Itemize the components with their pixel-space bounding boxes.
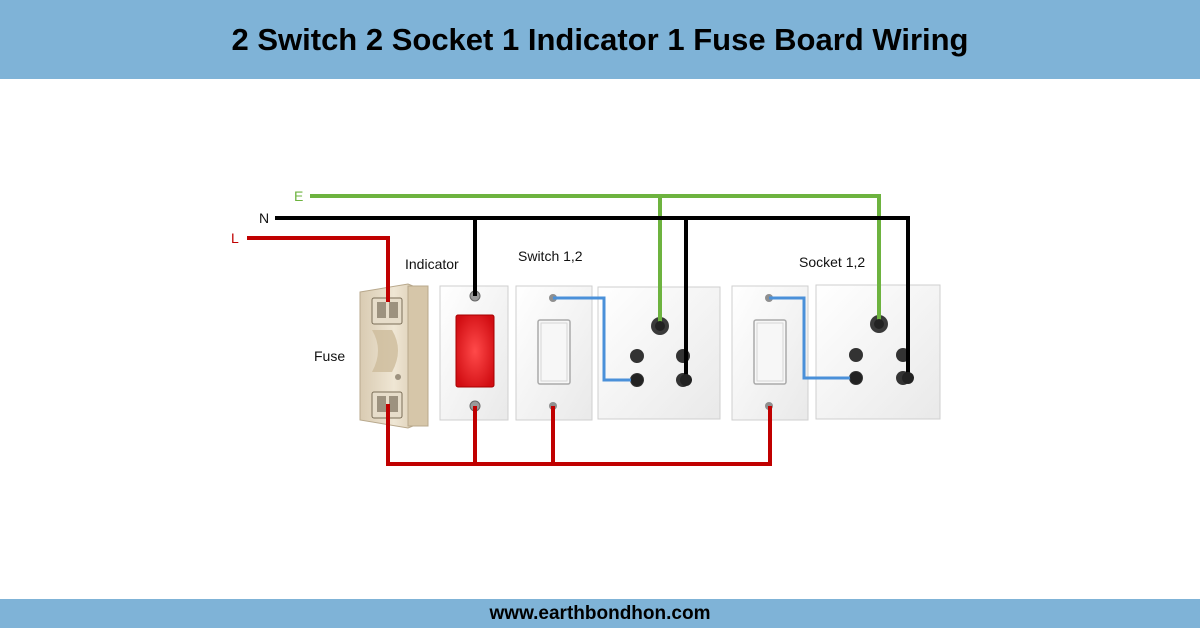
footer-bar: www.earthbondhon.com xyxy=(0,599,1200,628)
fuse-label: Fuse xyxy=(314,348,345,364)
switch-1 xyxy=(515,285,593,421)
title-bar: 2 Switch 2 Socket 1 Indicator 1 Fuse Boa… xyxy=(0,0,1200,79)
neutral-wire-label: N xyxy=(259,210,269,226)
neutral-wire xyxy=(275,216,910,378)
switch-label: Switch 1,2 xyxy=(518,248,583,264)
live-wire-bus xyxy=(386,404,772,466)
page-title: 2 Switch 2 Socket 1 Indicator 1 Fuse Boa… xyxy=(231,21,969,57)
live-wire-input xyxy=(247,236,390,302)
fuse-unit xyxy=(359,283,429,429)
switch-2-rocker xyxy=(753,319,787,385)
website-url: www.earthbondhon.com xyxy=(489,602,711,624)
terminal-dots xyxy=(631,319,914,386)
switch-1-rocker xyxy=(537,319,571,385)
live-wire-label: L xyxy=(231,230,239,246)
switch-1-socket-link xyxy=(553,296,637,382)
indicator-label: Indicator xyxy=(405,256,459,272)
switch-2 xyxy=(731,285,809,421)
earth-wire-label: E xyxy=(294,188,303,204)
indicator-plate xyxy=(439,285,509,421)
switch-2-socket-link xyxy=(769,296,856,380)
socket-label: Socket 1,2 xyxy=(799,254,865,270)
earth-wire xyxy=(310,194,881,324)
indicator-lamp xyxy=(455,314,495,388)
